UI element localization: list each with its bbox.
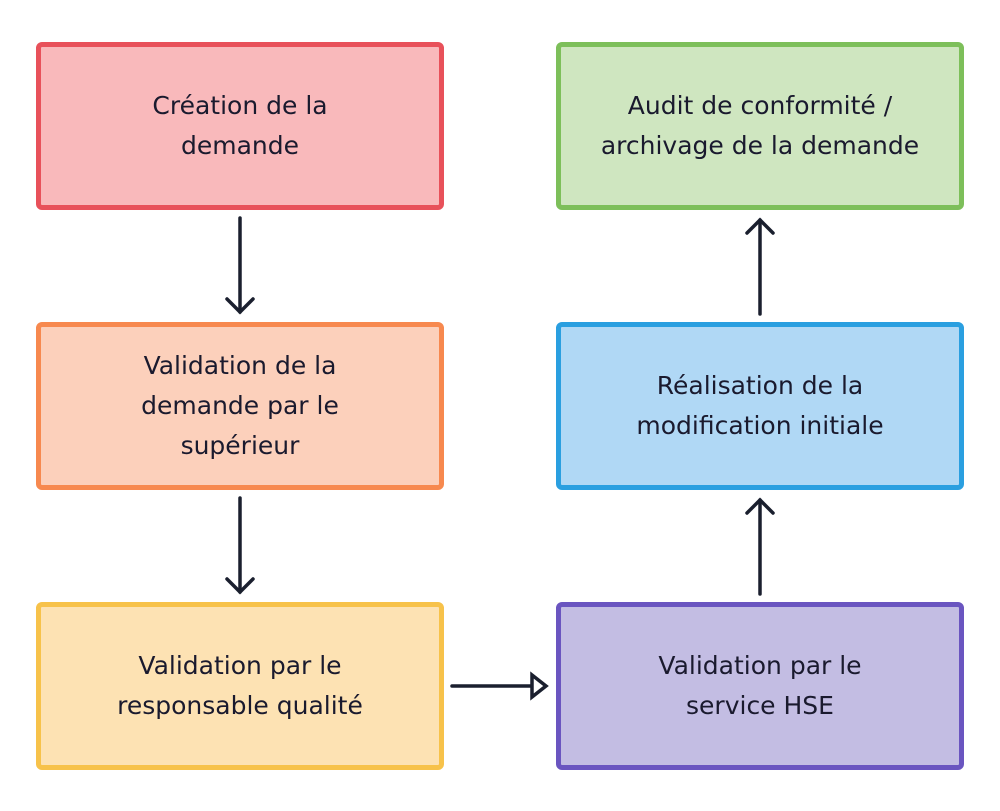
node-validation-superieur: Validation de la demande par le supérieu… <box>36 322 444 490</box>
node-creation-demande: Création de la demande <box>36 42 444 210</box>
arrow-n2-to-n3 <box>225 496 255 595</box>
node-validation-qualite: Validation par le responsable qualité <box>36 602 444 770</box>
node-label: Validation de la demande par le supérieu… <box>141 351 339 460</box>
arrow-head <box>225 577 255 595</box>
node-label: Réalisation de la modification initiale <box>636 371 884 440</box>
arrow-head <box>745 497 775 515</box>
node-realisation-modification: Réalisation de la modification initiale <box>556 322 964 490</box>
arrow-n3-to-n4 <box>450 671 549 701</box>
arrow-n5-to-n6 <box>745 217 775 316</box>
node-label: Validation par le responsable qualité <box>117 651 363 720</box>
arrow-head <box>225 297 255 315</box>
arrow-head <box>745 217 775 235</box>
node-validation-hse: Validation par le service HSE <box>556 602 964 770</box>
arrow-n4-to-n5 <box>745 497 775 596</box>
node-audit-archivage: Audit de conformité / archivage de la de… <box>556 42 964 210</box>
node-label: Création de la demande <box>152 91 328 160</box>
arrow-head <box>530 671 549 701</box>
node-label: Audit de conformité / archivage de la de… <box>600 91 920 160</box>
node-label: Validation par le service HSE <box>658 651 862 720</box>
arrow-n1-to-n2 <box>225 216 255 315</box>
